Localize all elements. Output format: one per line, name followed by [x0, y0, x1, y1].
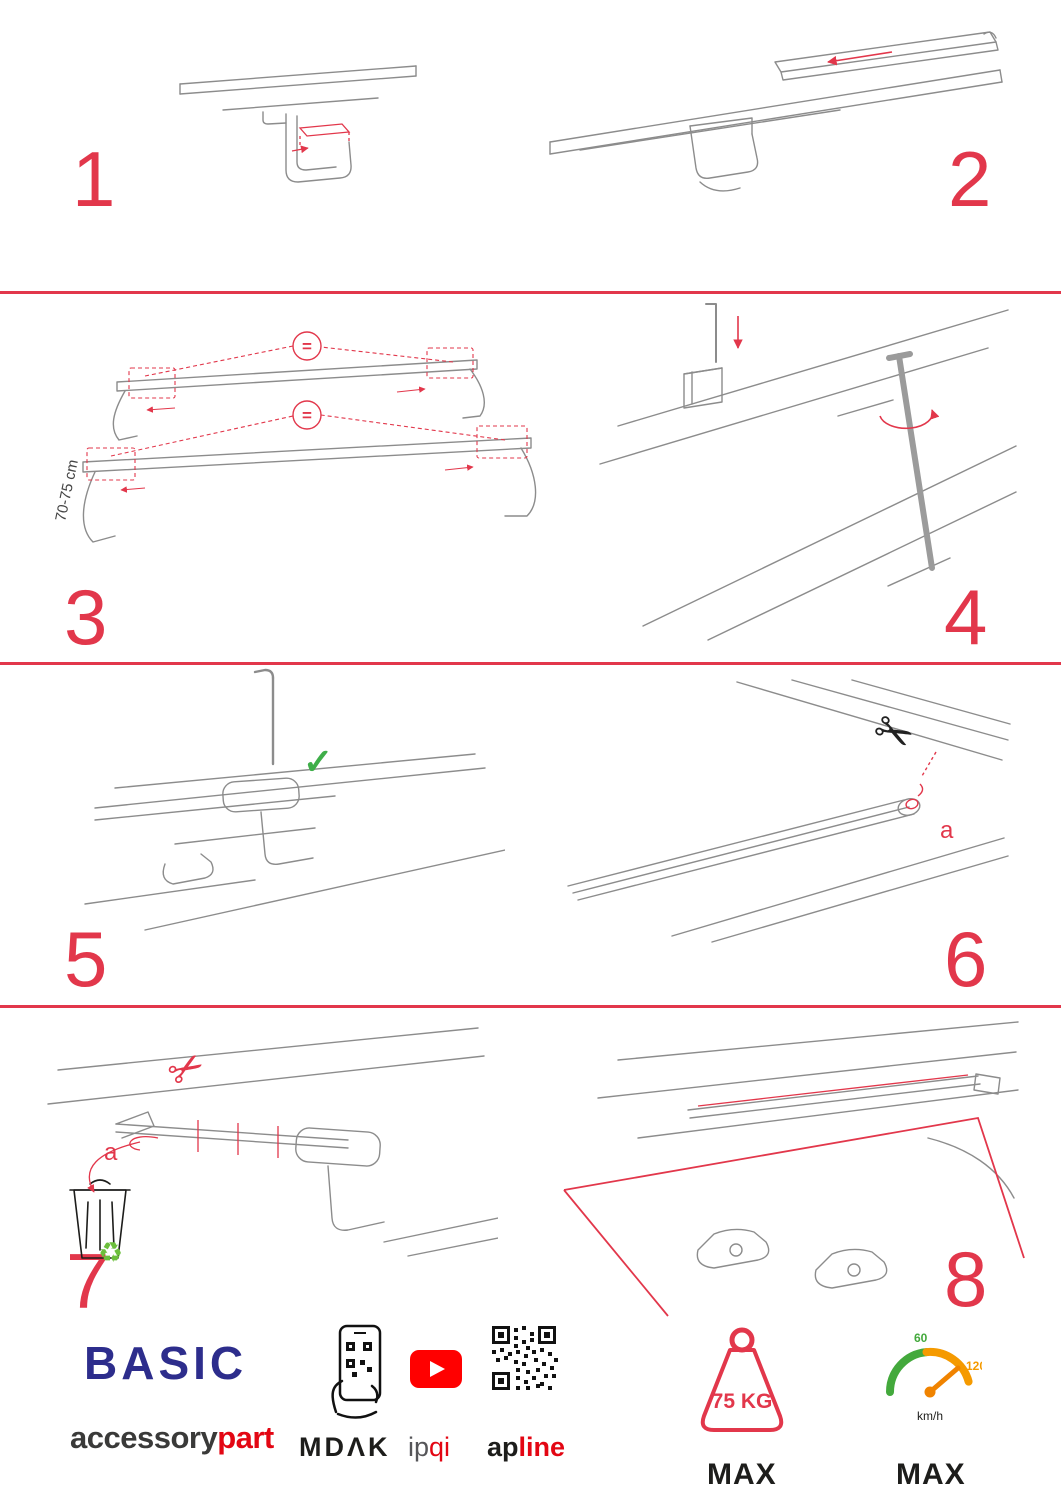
cut-label-a: a [104, 1139, 118, 1166]
qr-code [492, 1326, 558, 1390]
step-4-number: 4 [944, 573, 988, 661]
ipqi-accent: qi [429, 1432, 451, 1462]
apline-accent: line [518, 1432, 566, 1462]
scissors-icon: ✂ [159, 1039, 214, 1098]
youtube-icon [410, 1350, 462, 1388]
step-2-number: 2 [948, 135, 992, 223]
brand-logo: BASIC [84, 1337, 248, 1389]
speed-120-label: 120 [966, 1359, 982, 1373]
phone-qr-icon [331, 1324, 382, 1419]
step-8-number: 8 [944, 1235, 988, 1323]
equals-label: = [302, 337, 312, 356]
ipqi-logo: ipqi [408, 1432, 450, 1463]
step-7-illustration: ✂ a ♻ [47, 1027, 498, 1267]
ipqi-primary: ip [408, 1432, 430, 1462]
equals-badge [292, 331, 322, 361]
recycle-icon: ♻ [98, 1237, 123, 1267]
step-1-number: 1 [72, 135, 116, 223]
measure-label: 70-75 cm [52, 458, 82, 523]
step-4-illustration [599, 303, 1017, 641]
weight-limit-icon: 75 KG [700, 1327, 784, 1432]
scissors-icon: ✂ [864, 701, 922, 765]
section-divider [0, 1005, 1061, 1008]
mdak-logo: MDΛK [299, 1432, 391, 1462]
step-3-number: 3 [64, 573, 108, 661]
step-1-illustration [179, 65, 417, 183]
step-5-illustration: ✓ [84, 668, 505, 931]
apline-logo: apline [487, 1432, 565, 1463]
step-8-illustration [563, 1021, 1025, 1317]
weight-max-label: MAX [707, 1458, 777, 1491]
section-divider [0, 291, 1061, 294]
equals-label: = [302, 406, 312, 425]
wordmark-primary: accessory [70, 1420, 218, 1455]
wordmark: accessorypart [70, 1420, 274, 1456]
speed-60-label: 60 [914, 1331, 928, 1345]
apline-primary: ap [487, 1432, 519, 1462]
step-3-illustration: = = 70-75 cm [52, 331, 537, 543]
step-2-illustration [549, 31, 1003, 192]
step-6-number: 6 [944, 915, 988, 1003]
check-icon: ✓ [303, 741, 333, 782]
wordmark-accent: part [217, 1420, 274, 1455]
weight-limit-value: 75 KG [712, 1390, 773, 1413]
speed-max-label: MAX [896, 1458, 966, 1491]
speedometer-icon: 60 120 km/h [885, 1331, 982, 1423]
step-6-illustration: ✂ a [567, 679, 1011, 943]
speed-unit-label: km/h [917, 1409, 943, 1423]
equals-badge [292, 400, 322, 430]
section-divider [0, 662, 1061, 665]
step-7-number: 7 [66, 1237, 110, 1325]
step-5-number: 5 [64, 915, 108, 1003]
cut-label-a: a [940, 817, 954, 844]
trash-bin-icon [69, 1179, 131, 1259]
